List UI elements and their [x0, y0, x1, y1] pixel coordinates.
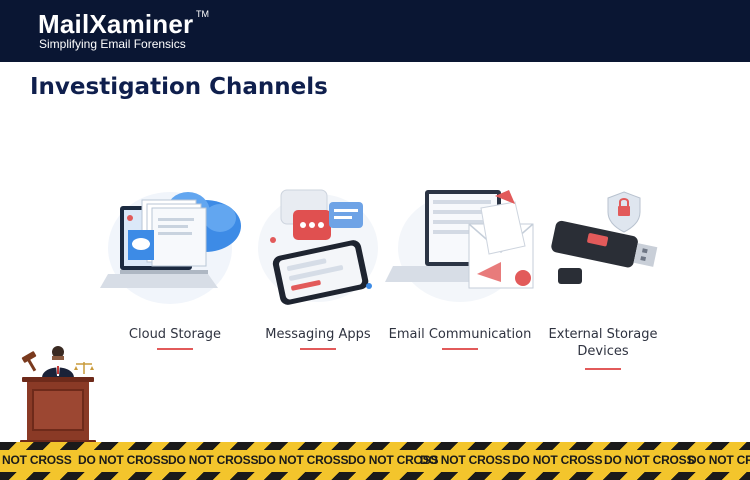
channel-label-external-storage: External Storage Devices	[548, 327, 658, 359]
page-title: Investigation Channels	[30, 74, 328, 100]
channel-label-email-communication: Email Communication	[388, 327, 532, 342]
tape-label: DO NOT CROSS	[420, 453, 511, 467]
tape-text-row: NOT CROSS DO NOT CROSS DO NOT CROSS DO N…	[0, 453, 750, 471]
channel-underline	[157, 348, 193, 350]
channel-label-cloud-storage: Cloud Storage	[128, 327, 222, 342]
logo-tagline: Simplifying Email Forensics	[39, 37, 186, 51]
logo-text: MailXaminer	[38, 9, 194, 39]
tape-label: DO NOT CROSS	[168, 453, 259, 467]
logo-trademark: TM	[196, 9, 209, 19]
tape-stripe-bottom	[0, 472, 750, 480]
tape-label: DO NOT CROSS	[604, 453, 695, 467]
do-not-cross-tape: NOT CROSS DO NOT CROSS DO NOT CROSS DO N…	[0, 442, 750, 480]
mailxaminer-logo[interactable]: MailXaminer TM Simplifying Email Forensi…	[38, 9, 258, 55]
tape-label: DO NOT CROSS	[258, 453, 349, 467]
channel-underline	[585, 368, 621, 370]
tape-label: DO NOT CROSS	[78, 453, 169, 467]
tape-stripe-top	[0, 442, 750, 450]
tape-label: NOT CROSS	[2, 453, 72, 467]
tape-label: DO NOT CROSS	[688, 453, 750, 467]
messaging-apps-icon	[243, 178, 393, 308]
usb-drive-icon	[528, 178, 678, 308]
tape-label: DO NOT CROSS	[512, 453, 603, 467]
cloud-storage-icon	[100, 178, 250, 308]
header-bar: MailXaminer TM Simplifying Email Forensi…	[0, 0, 750, 62]
channel-underline	[300, 348, 336, 350]
email-communication-icon	[385, 178, 535, 308]
channel-label-messaging-apps: Messaging Apps	[265, 327, 371, 342]
judge-podium-illustration	[18, 344, 98, 448]
channel-underline	[442, 348, 478, 350]
tape-label: DO NOT CROSS	[348, 453, 439, 467]
